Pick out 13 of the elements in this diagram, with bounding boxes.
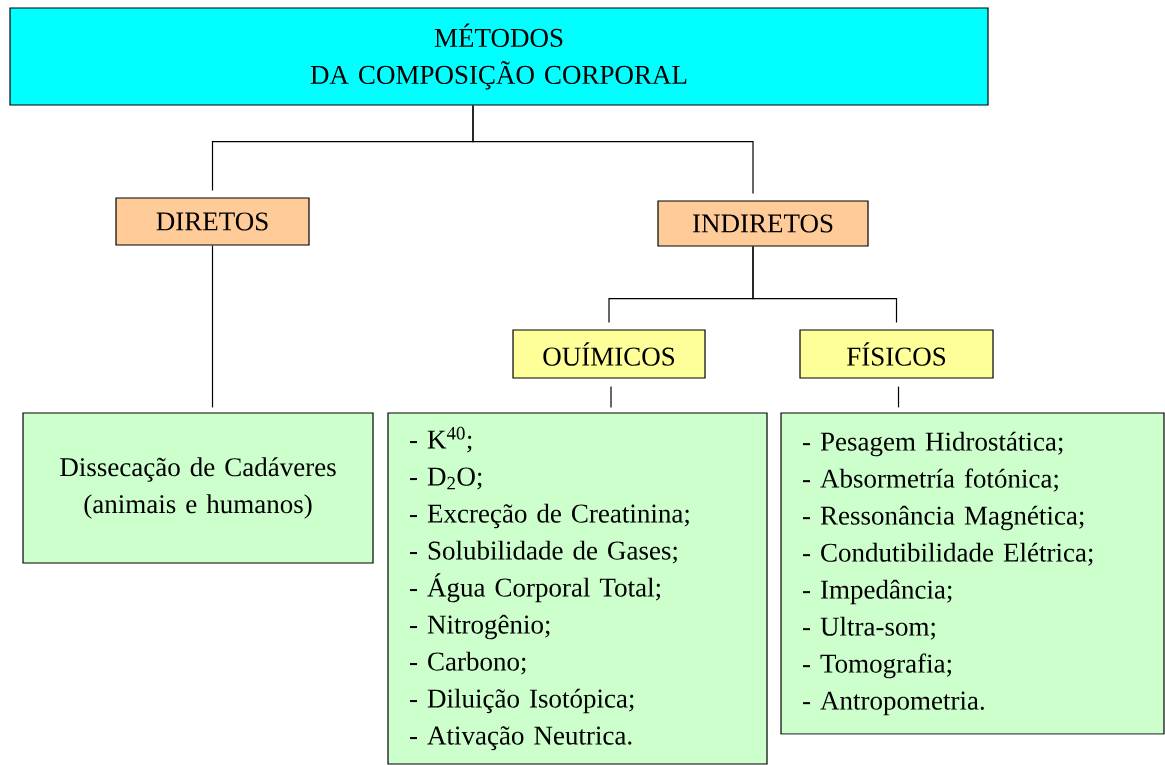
connector-line: [897, 386, 900, 408]
category-box: OUÍMICOS: [512, 329, 706, 379]
category-box: DIRETOS: [115, 197, 310, 246]
connector-line: [211, 245, 214, 408]
category-box: FÍSICOS: [799, 329, 994, 379]
connector-line: [472, 105, 754, 194]
connector-line: [610, 386, 612, 408]
category-box: INDIRETOS: [657, 200, 869, 247]
method-list-box: - Pesagem Hidrostática; - Absormetría fotónica; - Ressonância Magnética; - Condutibilidade Elétrica; - Impedância; - Ultra-som; - Tomografia; - Antropometria.: [780, 412, 1165, 735]
title-box: MÉTODOS DA COMPOSIÇÃO CORPORAL: [9, 7, 989, 106]
method-box: Dissecação de Cadáveres (animais e humanos): [22, 412, 374, 564]
connector-line: [752, 246, 898, 323]
method-list-box: - K$^{40}$; - D$_{2}$O; - Excreção de Creatinina; - Solubilidade de Gases; - Água Corporal Total; - Nitrogênio; - Carbono; - Diluição Isotópica; - Ativação Neutrica.: [387, 412, 768, 765]
